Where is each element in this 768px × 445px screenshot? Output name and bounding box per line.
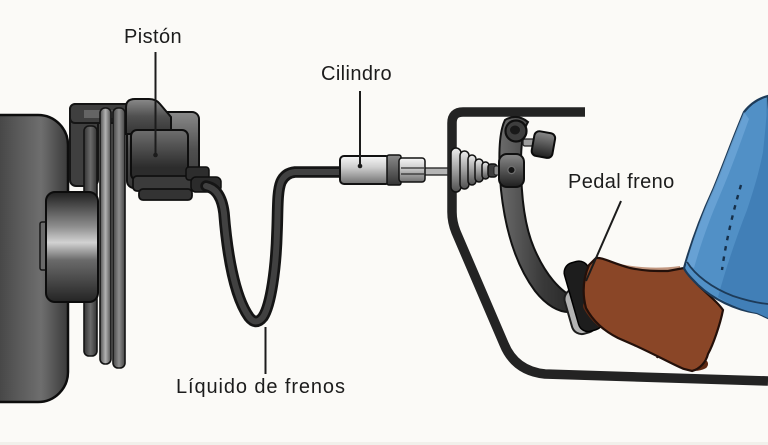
brake-caliper [125, 98, 222, 201]
brake-fluid-hose [200, 166, 348, 328]
caliper-piston [130, 129, 189, 181]
label-brake-pedal: Pedal freno [568, 171, 675, 193]
jeans-cuff-line [686, 261, 768, 305]
wheel-hub [39, 191, 99, 303]
brake-pedal-arm [498, 116, 579, 314]
boot [582, 256, 725, 373]
bottom-edge-texture [0, 442, 768, 445]
label-cylinder: Cilindro [321, 63, 393, 85]
label-piston: Pistón [124, 26, 182, 48]
pushrod-bellows [450, 147, 503, 193]
firewall-bracket-and-floor [447, 107, 768, 386]
jeans-leg [682, 94, 768, 320]
master-cylinder [339, 154, 460, 186]
pointer-lines [153, 52, 622, 374]
label-brake-fluid: Líquido de frenos [176, 376, 346, 398]
pointer-line-pedal [585, 200, 622, 282]
pedal-stop-knob [530, 130, 557, 159]
jeans-seam-stitching [720, 184, 743, 271]
